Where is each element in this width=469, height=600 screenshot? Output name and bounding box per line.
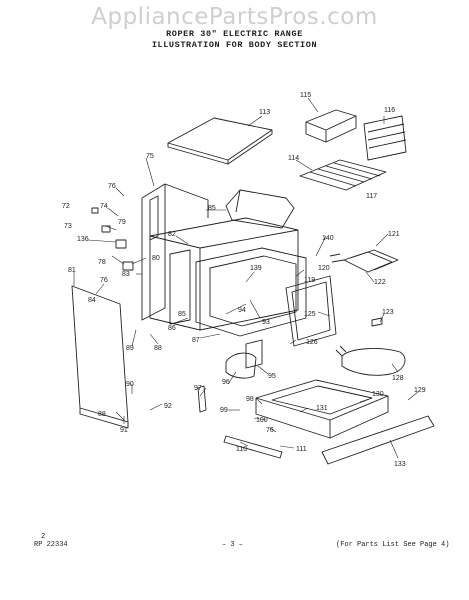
door-gasket — [285, 275, 337, 347]
callout: 92 — [164, 403, 172, 410]
oven-rack — [299, 159, 387, 191]
side-panel — [71, 285, 129, 429]
small-parts — [91, 207, 383, 413]
callout: 79 — [118, 219, 126, 226]
callout: 115 — [300, 92, 311, 99]
document-code: RP 22334 — [34, 541, 68, 549]
callout: 122 — [374, 279, 386, 286]
callout: 120 — [318, 265, 330, 272]
callout: 139 — [250, 265, 262, 272]
callout: 73 — [64, 223, 72, 230]
callout: 100 — [256, 417, 268, 424]
callout: 81 — [68, 267, 76, 274]
callout: 94 — [238, 307, 246, 314]
callout: 85 — [178, 311, 186, 318]
callout: 114 — [288, 155, 299, 162]
callout: 88 — [98, 411, 106, 418]
watermark: AppliancePartsPros.com — [91, 4, 378, 30]
diagram-subtitle: ILLUSTRATION FOR BODY SECTION — [151, 40, 318, 50]
parts-list-reference: (For Parts List See Page 4) — [336, 541, 450, 549]
callout: 128 — [392, 375, 404, 382]
broil-element — [335, 345, 406, 376]
callout: 111 — [296, 446, 307, 453]
callout: 133 — [394, 461, 406, 468]
drawer-rail — [223, 435, 283, 459]
callout: 76 — [100, 277, 108, 284]
callout: 76 — [108, 183, 116, 190]
revision-mark: 2 — [41, 533, 46, 541]
drawer-front — [321, 415, 435, 465]
oven-body — [149, 217, 299, 331]
cooktop-support — [225, 189, 295, 229]
callout: 85 — [208, 205, 216, 212]
callout: 93 — [262, 319, 270, 326]
insulation-blanket — [169, 249, 191, 325]
callout: 123 — [382, 309, 394, 316]
callout: 91 — [120, 427, 128, 434]
callout: 126 — [306, 339, 318, 346]
callout: 78 — [98, 259, 106, 266]
callout: 72 — [62, 203, 70, 210]
cooktop-panel — [167, 117, 273, 165]
callout: 84 — [88, 297, 96, 304]
callout: 121 — [388, 231, 400, 238]
callout: 96 — [222, 379, 230, 386]
callout: 129 — [414, 387, 426, 394]
broiler-pan — [305, 109, 357, 143]
callout: 110 — [236, 446, 247, 453]
callout: 87 — [192, 337, 200, 344]
callout: 82 — [168, 231, 176, 238]
callout: 83 — [122, 271, 130, 278]
callout: 116 — [384, 107, 395, 114]
callout-labels: 113 115 116 75 114 117 76 72 74 79 73 13… — [62, 92, 426, 468]
callout: 76 — [266, 427, 274, 434]
callout: 130 — [372, 391, 384, 398]
callout: 119 — [304, 277, 315, 284]
callout: 140 — [322, 235, 334, 242]
callout: 86 — [168, 325, 176, 332]
callout: 89 — [126, 345, 134, 352]
oven-liner — [195, 247, 307, 337]
callout: 95 — [268, 373, 276, 380]
broiler-grid — [363, 115, 407, 161]
callout: 97 — [194, 385, 202, 392]
callout: 90 — [126, 381, 134, 388]
page-number: – 3 – — [222, 541, 244, 549]
back-panel — [141, 183, 209, 321]
callout: 99 — [220, 407, 228, 414]
bake-element — [329, 249, 399, 273]
support-bracket — [225, 339, 263, 379]
callout: 113 — [259, 109, 270, 116]
callout: 98 — [246, 396, 254, 403]
callout: 74 — [100, 203, 108, 210]
leader-lines — [73, 97, 419, 459]
callout: 117 — [366, 193, 377, 200]
callout: 80 — [152, 255, 160, 262]
callout: 88 — [154, 345, 162, 352]
callout: 125 — [304, 311, 316, 318]
callout: 131 — [316, 405, 328, 412]
callout: 75 — [146, 153, 154, 160]
diagram-title: ROPER 30" ELECTRIC RANGE — [166, 29, 303, 39]
callout: 136 — [77, 236, 89, 243]
